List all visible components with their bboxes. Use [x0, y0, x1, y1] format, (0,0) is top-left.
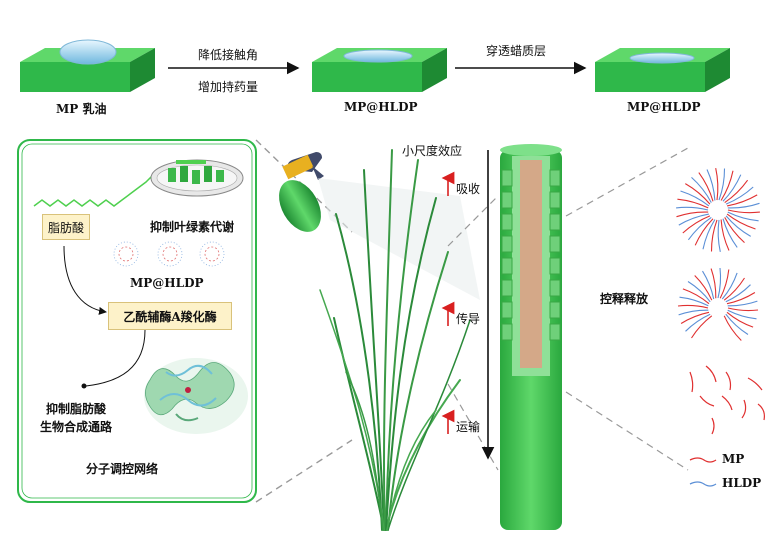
released-mp-strands — [689, 365, 765, 435]
rice-plant-image — [319, 149, 471, 531]
stem-cross-section — [500, 144, 562, 530]
stage3-label: MP@HLDP — [627, 100, 701, 114]
panel-micelles — [113, 241, 225, 267]
enzyme-box: 乙酰辅酶A羧化酶 — [108, 302, 232, 330]
stage2-leaf-block — [312, 48, 447, 92]
arrow2-top-label: 穿透蜡质层 — [486, 44, 547, 58]
flow-arrow-fatty-enzyme — [63, 245, 107, 315]
flow-arrow-enzyme-inhibit — [85, 329, 146, 387]
fatty-acid-chain — [33, 175, 153, 207]
arrow1-top-label: 降低接触角 — [198, 48, 259, 62]
legend-mp-label: MP — [722, 452, 745, 466]
legend-hldp-label: HLDP — [722, 476, 762, 490]
micelle-releasing — [677, 267, 759, 341]
network-label: 分子调控网络 — [86, 462, 159, 476]
absorb-label: 吸收 — [456, 182, 481, 196]
mp-hldp-panel-label: MP@HLDP — [130, 276, 204, 290]
spray-mist — [318, 178, 480, 300]
fatty-acid-box: 脂肪酸 — [42, 214, 90, 240]
stage2-droplet — [343, 49, 413, 63]
chlorophyll-label: 抑制叶绿素代谢 — [150, 220, 235, 234]
stage1-leaf-block — [20, 48, 155, 92]
protein-structure-image — [144, 358, 248, 434]
spray-bottle-icon — [279, 152, 324, 232]
stage3-droplet — [629, 52, 695, 64]
stage2-label: MP@HLDP — [344, 100, 418, 114]
inhibit-label-line2: 生物合成通路 — [40, 420, 113, 434]
micelle-intact — [676, 167, 760, 253]
arrow1-bottom-label: 增加持药量 — [198, 80, 259, 94]
controlled-release-label: 控释释放 — [600, 292, 649, 306]
chloroplast-icon — [150, 159, 244, 197]
legend-hldp-swatch — [689, 481, 717, 487]
conduct-label: 传导 — [456, 312, 481, 326]
transport-label: 运输 — [456, 420, 481, 434]
legend-mp-swatch — [689, 457, 717, 463]
small-size-effect-label: 小尺度效应 — [402, 144, 463, 158]
stage1-droplet — [59, 39, 117, 65]
stage1-label: MP 乳油 — [56, 102, 107, 116]
inhibit-label-line1: 抑制脂肪酸 — [46, 402, 107, 416]
